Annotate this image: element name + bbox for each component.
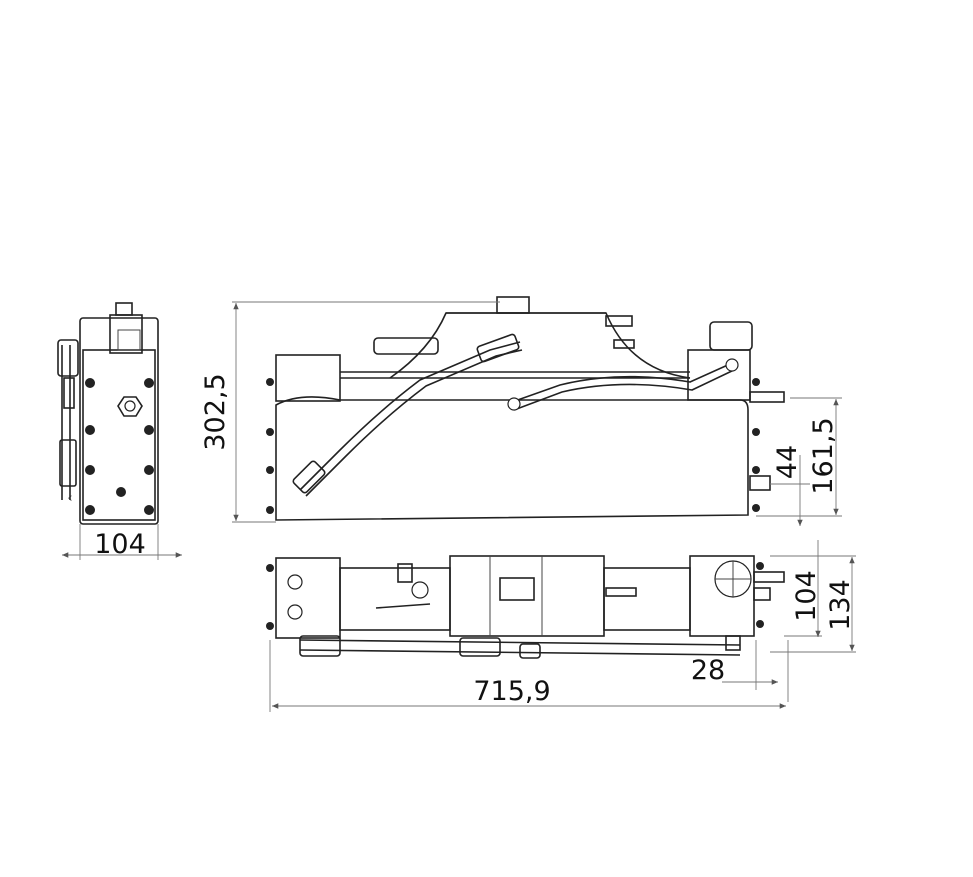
front-view <box>232 296 842 526</box>
dim-right-height: 161,5 <box>808 417 839 494</box>
dim-offset-small: 28 <box>691 655 725 686</box>
previous-image-button[interactable]: ‹ <box>67 491 73 506</box>
dim-top-depth-outer: 134 <box>825 579 856 631</box>
dim-port-offset: 44 <box>772 445 803 479</box>
dim-top-depth-inner: 104 <box>791 570 822 622</box>
side-view <box>57 302 182 560</box>
top-view <box>266 540 856 712</box>
dim-total-length: 715,9 <box>473 676 550 707</box>
dim-front-height: 302,5 <box>200 373 231 450</box>
dim-side-width: 104 <box>94 529 146 560</box>
